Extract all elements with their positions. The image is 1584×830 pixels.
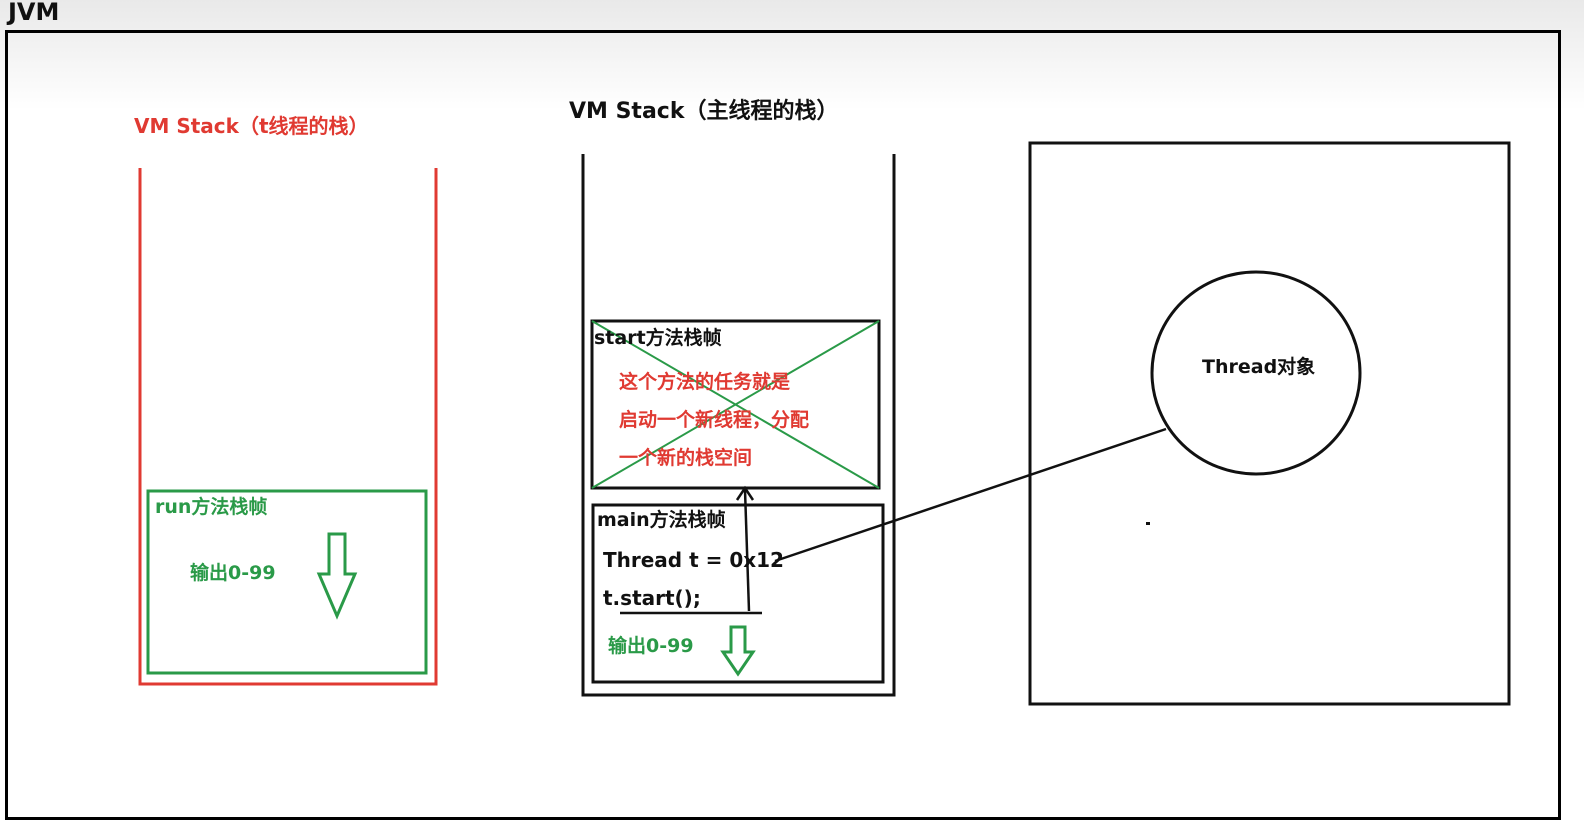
jvm-title: JVM [8,0,60,26]
start-frame-description-line: 一个新的栈空间 [619,447,753,469]
start-frame-description-line: 启动一个新线程，分配 [619,409,810,431]
thread-object-label: Thread对象 [1202,356,1316,378]
run-frame-title: run方法栈帧 [155,496,268,518]
thread-object-circle [1150,270,1362,476]
main-thread-stack-container [581,154,896,697]
jvm-frame [5,30,1561,820]
start-frame-box [590,319,881,490]
run-frame-box [146,489,428,675]
run-output-label: 输出0-99 [190,562,276,584]
heap-box [1028,141,1511,706]
start-frame-cross-line-b [591,320,880,489]
main-thread-stack-title: VM Stack（主线程的栈） [569,99,839,124]
main-output-down-arrow-icon [720,625,756,677]
reference-line [774,427,1167,563]
main-frame-code-line: t.start(); [603,586,701,610]
start-call-arrow-head-icon [735,485,755,501]
start-frame-description-line: 这个方法的任务就是 [619,371,791,393]
main-frame-code-line: Thread t = 0x12 [603,548,784,572]
run-output-down-arrow-icon [316,532,358,620]
start-frame-title: start方法栈帧 [594,327,722,349]
top-gradient-band [0,0,1584,110]
main-output-label: 输出0-99 [608,635,694,657]
start-call-arrow-shaft [743,489,751,612]
t-thread-stack-title: VM Stack（t线程的栈） [134,114,369,138]
main-frame-box [591,503,885,684]
t-thread-stack-container [138,168,438,686]
heap-dot [1146,522,1150,525]
main-frame-title: main方法栈帧 [597,509,726,531]
